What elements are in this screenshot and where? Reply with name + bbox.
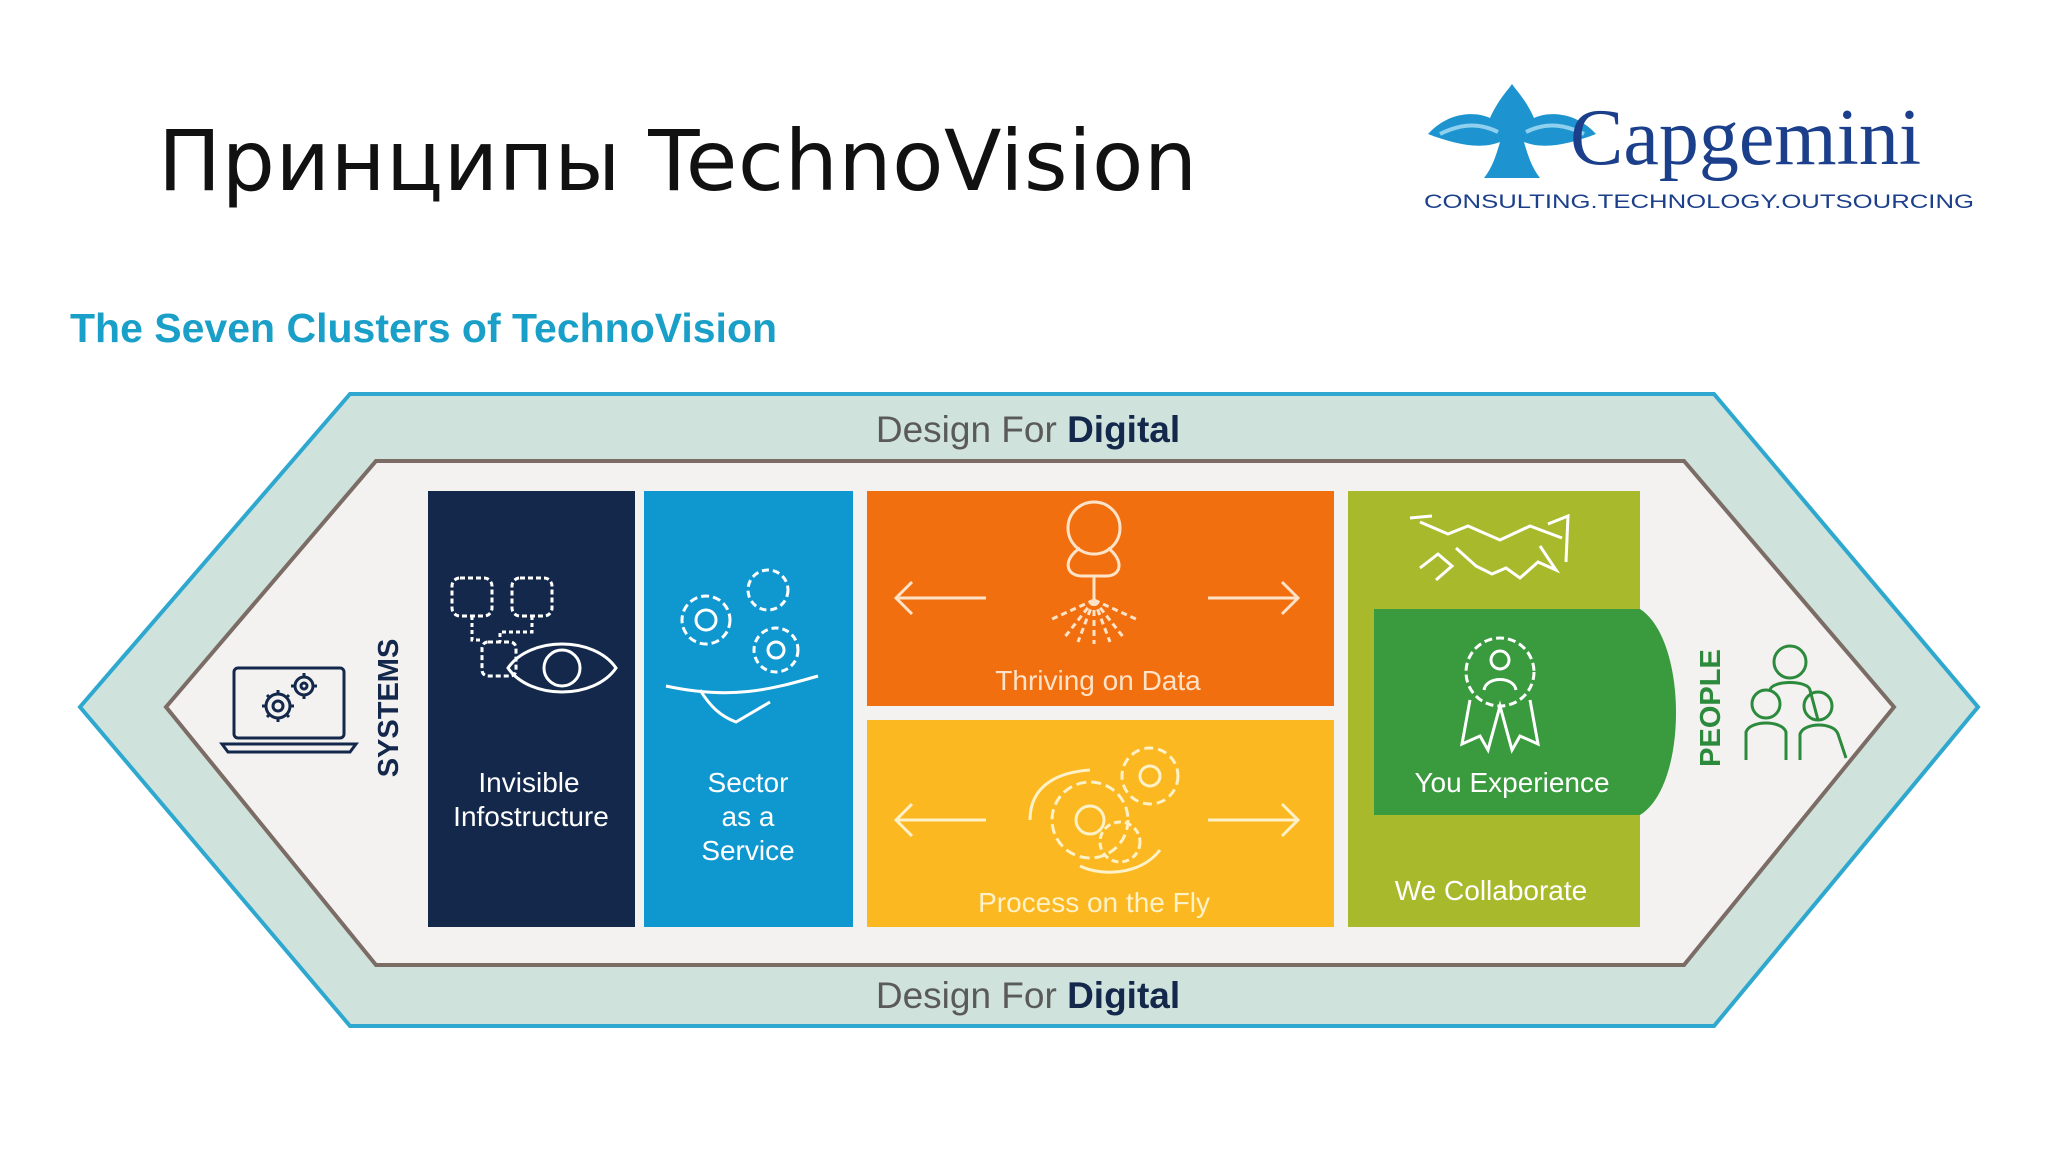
systems-label: SYSTEMS	[373, 639, 405, 778]
laptop-gears-icon	[219, 666, 359, 754]
slide-title: Принципы TechnoVision	[158, 112, 1198, 210]
gears-icon	[893, 746, 1301, 874]
process-label: Process on the Fly	[978, 887, 1210, 918]
experience-label: You Experience	[1414, 767, 1609, 798]
capgemini-logo: Capgemini CONSULTING.TECHNOLOGY.OUTSOURC…	[1420, 82, 1980, 214]
sector-label-line3: Service	[701, 835, 794, 866]
invisible-label-line1: Invisible	[478, 767, 579, 798]
invisible-label-line2: Infostructure	[453, 801, 609, 832]
diagram-heading: The Seven Clusters of TechnoVision	[70, 305, 778, 351]
design-for-digital-top: Design For Digital	[876, 409, 1180, 450]
hand-gears-icon	[665, 568, 819, 724]
logo-wordmark: Capgemini	[1570, 94, 1921, 182]
people-group-icon	[1744, 644, 1848, 760]
cluster-process-on-the-fly	[867, 720, 1334, 927]
eye-network-icon	[450, 576, 618, 694]
sector-label-line1: Sector	[708, 767, 789, 798]
handshake-icon	[1409, 513, 1570, 582]
tree-roots-icon	[893, 500, 1301, 644]
collaborate-label: We Collaborate	[1395, 875, 1587, 906]
thriving-label: Thriving on Data	[995, 665, 1201, 696]
sector-label-line2: as a	[722, 801, 775, 832]
design-for-digital-bottom: Design For Digital	[876, 975, 1180, 1016]
person-badge-icon	[1460, 636, 1540, 754]
cluster-you-experience	[1374, 609, 1676, 815]
cluster-sector-as-a-service	[644, 491, 853, 927]
spade-icon	[1428, 84, 1596, 178]
people-label: PEOPLE	[1695, 649, 1727, 767]
cluster-invisible-infostructure	[428, 491, 635, 927]
logo-tagline: CONSULTING.TECHNOLOGY.OUTSOURCING	[1424, 192, 1974, 213]
